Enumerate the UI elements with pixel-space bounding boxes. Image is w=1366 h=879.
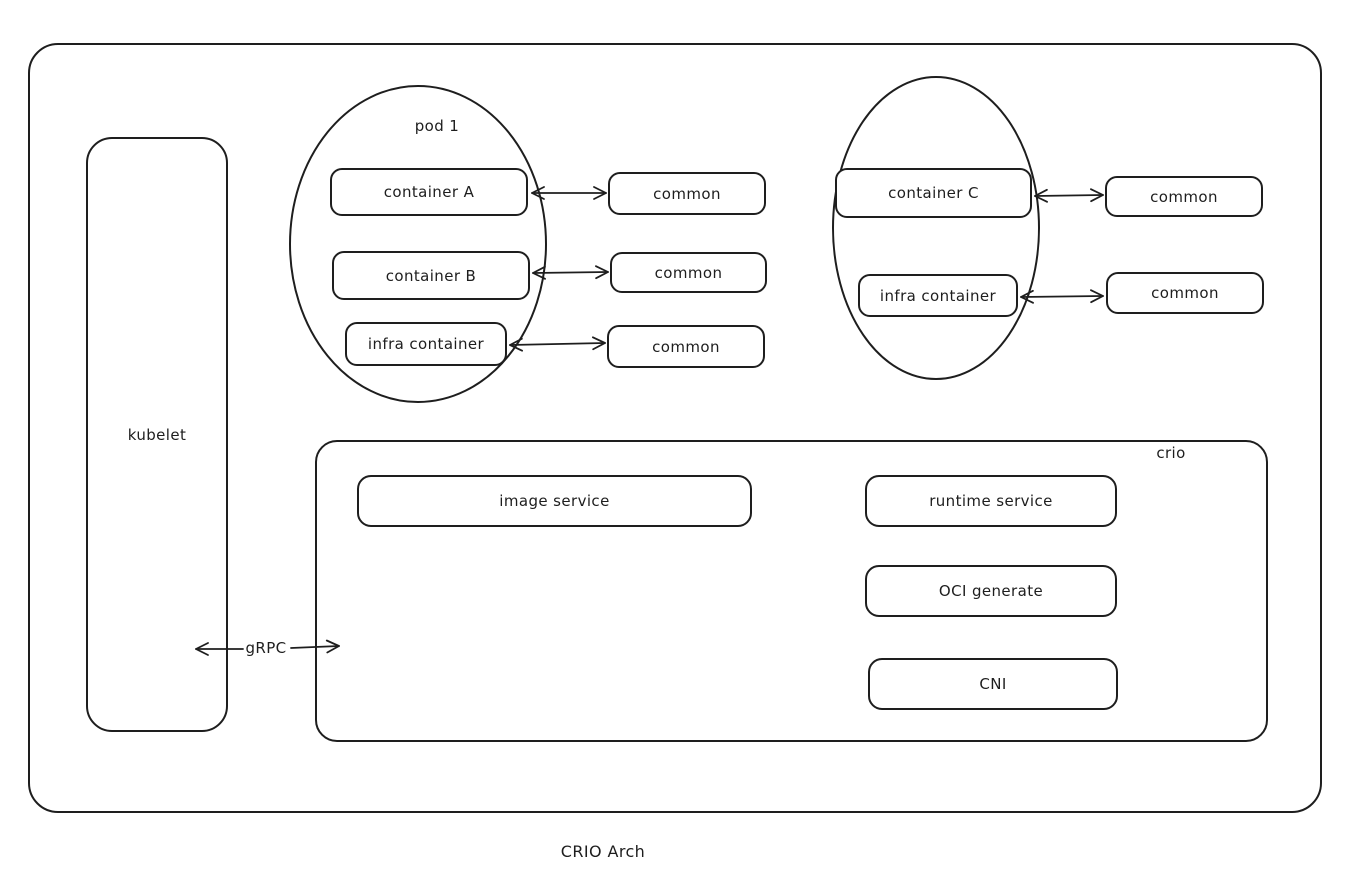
oci-generate-box: OCI generate <box>865 565 1117 617</box>
common-left-3-box: common <box>607 325 765 368</box>
cni-label: CNI <box>979 675 1007 693</box>
container-c-box: container C <box>835 168 1032 218</box>
container-a-label: container A <box>383 183 475 201</box>
infra-container-right-label: infra container <box>879 286 997 305</box>
outer-frame <box>28 43 1322 813</box>
infra-container-right-box: infra container <box>858 274 1018 317</box>
common-left-2-box: common <box>610 252 767 293</box>
diagram-caption: CRIO Arch <box>560 842 646 861</box>
infra-container-left-label: infra container <box>367 335 485 353</box>
common-left-2-label: common <box>654 263 723 282</box>
grpc-label: gRPC <box>245 639 287 657</box>
oci-generate-label: OCI generate <box>938 582 1044 600</box>
common-right-2-box: common <box>1106 272 1264 314</box>
common-right-1-label: common <box>1150 187 1218 206</box>
container-b-label: container B <box>385 266 477 285</box>
kubelet-box: kubelet <box>86 137 228 732</box>
common-right-1-box: common <box>1105 176 1263 217</box>
pod1-label: pod 1 <box>414 117 460 135</box>
runtime-service-label: runtime service <box>929 492 1053 510</box>
image-service-box: image service <box>357 475 752 527</box>
image-service-label: image service <box>499 492 610 510</box>
common-left-1-label: common <box>653 184 721 203</box>
kubelet-label: kubelet <box>127 425 187 444</box>
common-right-2-label: common <box>1151 284 1219 302</box>
runtime-service-box: runtime service <box>865 475 1117 527</box>
container-b-box: container B <box>332 251 530 300</box>
container-a-box: container A <box>330 168 528 216</box>
common-left-3-label: common <box>652 337 720 356</box>
crio-box <box>315 440 1268 742</box>
cni-box: CNI <box>868 658 1118 710</box>
container-c-label: container C <box>888 184 979 202</box>
common-left-1-box: common <box>608 172 766 215</box>
crio-label: crio <box>1156 444 1186 462</box>
infra-container-left-box: infra container <box>345 322 507 366</box>
